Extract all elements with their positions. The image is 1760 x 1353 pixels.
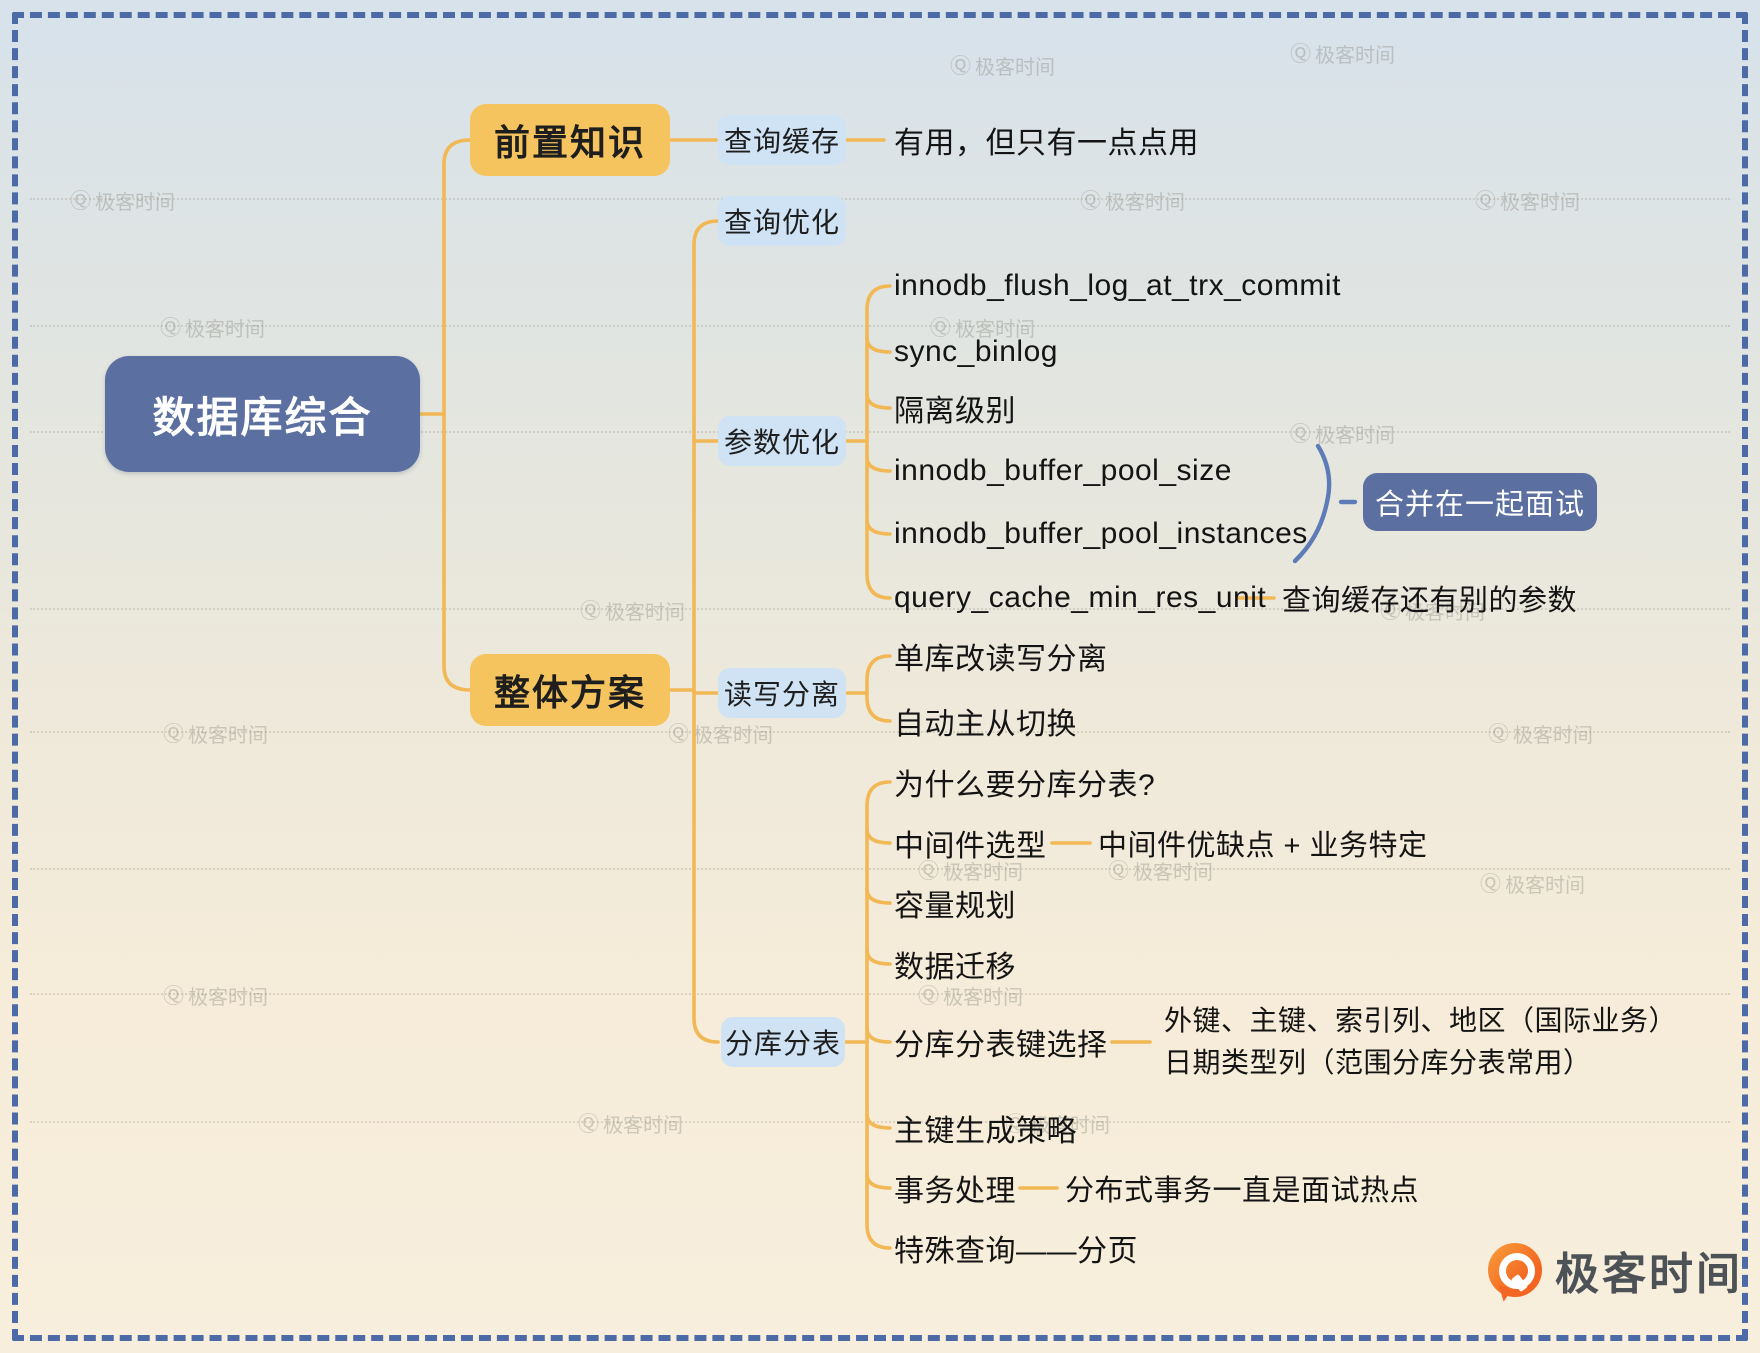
leaf-transaction-handling: 事务处理	[894, 1175, 1016, 1208]
leaf-pk-generation: 主键生成策略	[894, 1115, 1077, 1148]
leaf-isolation-level: 隔离级别	[894, 395, 1016, 428]
note-shard-key: 外键、主键、索引列、地区（国际业务） 日期类型列（范围分库分表常用）	[1164, 1000, 1677, 1084]
leaf-buffer-pool-size: innodb_buffer_pool_size	[894, 454, 1232, 487]
node-rw-split: 读写分离	[718, 668, 846, 718]
note-middleware: 中间件优缺点 + 业务特定	[1098, 830, 1428, 862]
leaf-sync-binlog: sync_binlog	[894, 335, 1058, 368]
note-shard-key-line2: 日期类型列（范围分库分表常用）	[1164, 1047, 1592, 1078]
leaf-single-db-rw-split: 单库改读写分离	[894, 643, 1108, 676]
leaf-innodb-flush-log: innodb_flush_log_at_trx_commit	[894, 269, 1341, 302]
leaf-middleware-selection: 中间件选型	[894, 830, 1047, 863]
leaf-query-cache-note: 有用，但只有一点点用	[894, 127, 1199, 160]
node-query-cache: 查询缓存	[718, 115, 846, 165]
geektime-logo: 极客时间	[1488, 1238, 1743, 1303]
node-overall-plan: 整体方案	[470, 654, 670, 726]
note-distributed-tx: 分布式事务一直是面试热点	[1065, 1175, 1420, 1207]
geektime-logo-icon	[1488, 1243, 1542, 1303]
leaf-data-migration: 数据迁移	[894, 951, 1016, 984]
leaf-query-cache-min-res-unit: query_cache_min_res_unit	[894, 581, 1267, 614]
leaf-why-sharding: 为什么要分库分表?	[894, 769, 1156, 802]
node-param-optimization: 参数优化	[718, 416, 846, 466]
geektime-logo-tail	[1494, 1285, 1512, 1303]
leaf-capacity-planning: 容量规划	[894, 890, 1016, 923]
leaf-buffer-pool-instances: innodb_buffer_pool_instances	[894, 517, 1308, 550]
geektime-logo-text: 极客时间	[1555, 1250, 1743, 1299]
node-root: 数据库综合	[105, 356, 420, 472]
node-prerequisite: 前置知识	[470, 104, 670, 176]
node-query-optimization: 查询优化	[718, 196, 846, 246]
note-query-cache-params: 查询缓存还有别的参数	[1282, 585, 1578, 617]
node-sharding: 分库分表	[721, 1017, 845, 1067]
note-shard-key-line1: 外键、主键、索引列、地区（国际业务）	[1164, 1005, 1678, 1036]
leaf-special-query-paging: 特殊查询——分页	[894, 1235, 1138, 1268]
node-interview-group-note: 合并在一起面试	[1363, 473, 1597, 531]
leaf-auto-failover: 自动主从切换	[894, 708, 1077, 741]
leaf-shard-key-selection: 分库分表键选择	[894, 1029, 1108, 1062]
